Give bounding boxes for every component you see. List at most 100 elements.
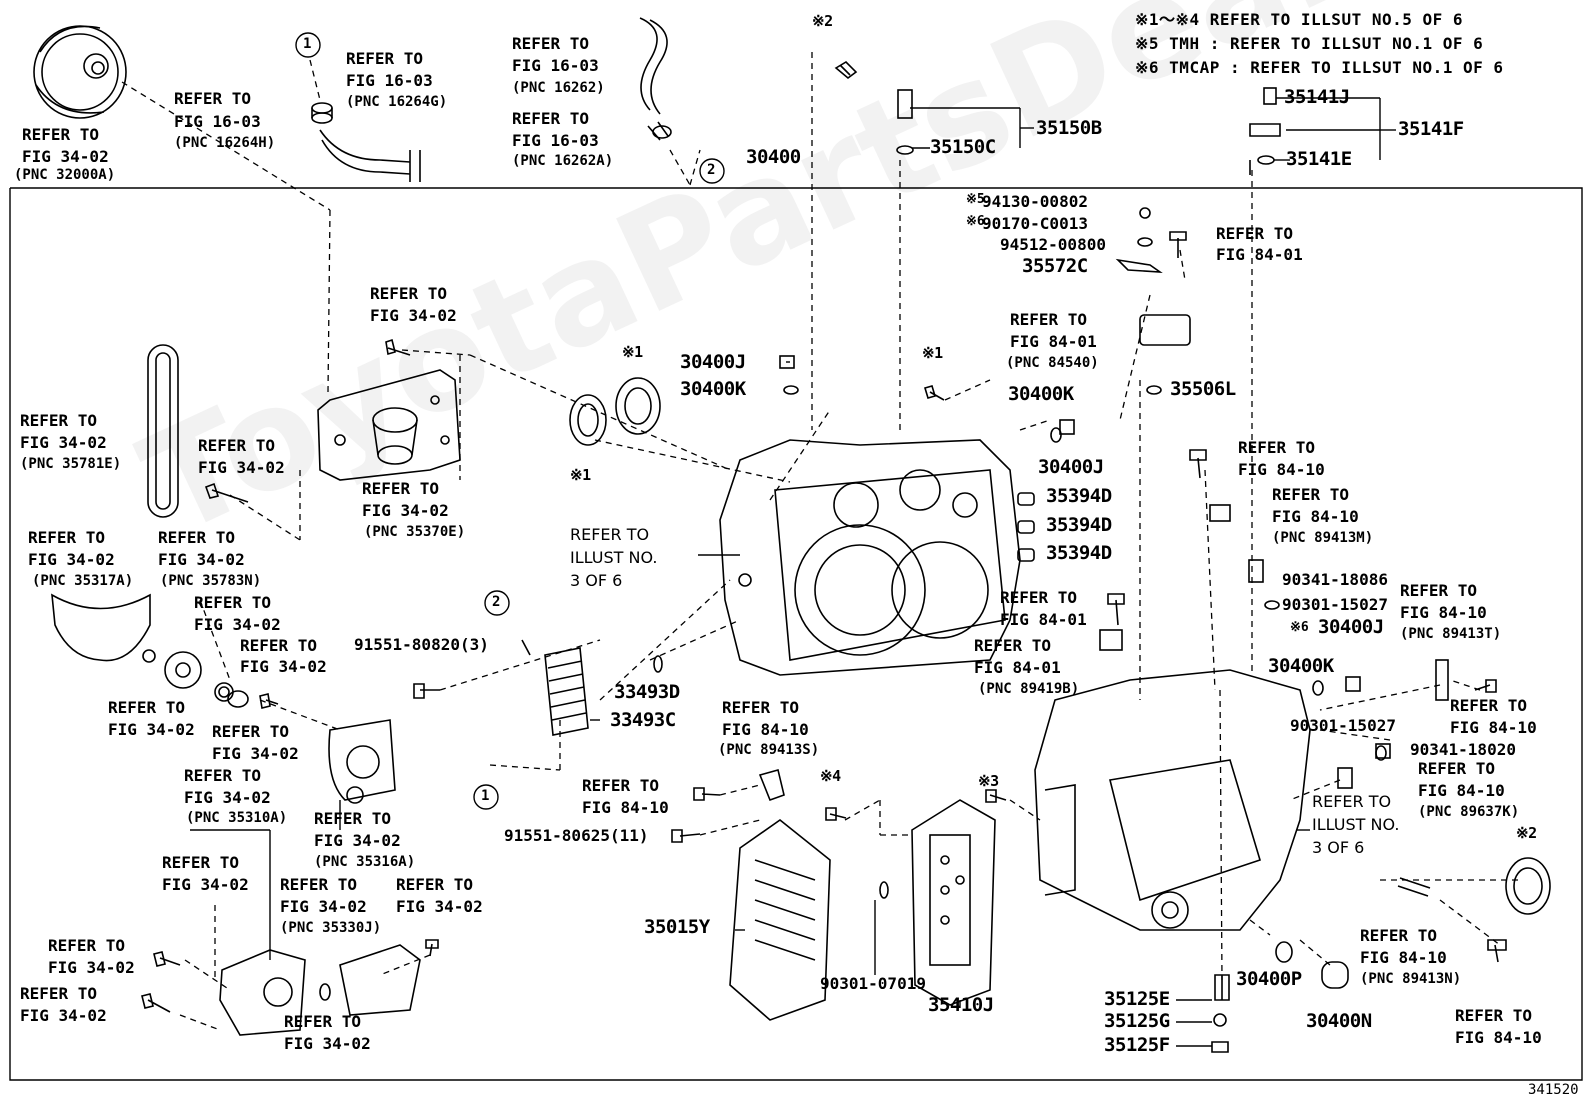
fig-ref-link[interactable]: FIG 84-10 <box>1360 948 1447 967</box>
part-number[interactable]: 35141F <box>1398 118 1464 140</box>
fig-ref-link[interactable]: FIG 16-03 <box>174 112 261 131</box>
fig-ref-link[interactable]: FIG 34-02 <box>48 958 135 977</box>
fig-ref-link[interactable]: FIG 84-10 <box>1450 718 1537 737</box>
part-number[interactable]: 35410J <box>928 994 994 1016</box>
part-number[interactable]: 90301-07019 <box>820 974 926 993</box>
part-number[interactable]: 30400J <box>1038 456 1104 478</box>
fig-ref-link[interactable]: FIG 34-02 <box>280 897 367 916</box>
fig-ref-link[interactable]: FIG 84-10 <box>722 720 809 739</box>
pump-plate-drawing <box>317 369 461 481</box>
pnc-label: (PNC 35310A) <box>186 810 288 826</box>
part-number[interactable]: 94512-00800 <box>1000 235 1106 254</box>
part-number[interactable]: 30400J <box>680 351 746 373</box>
part-number[interactable]: 33493D <box>614 681 680 703</box>
marker-note: ※1 <box>622 343 643 361</box>
part-number[interactable]: 35141E <box>1286 148 1352 170</box>
pnc-label: (PNC 32000A) <box>14 167 116 183</box>
fig-ref-link[interactable]: FIG 34-02 <box>158 550 245 569</box>
oil-pump-chain-drawing <box>147 344 179 518</box>
part-number[interactable]: 30400N <box>1306 1010 1372 1032</box>
fig-ref-link[interactable]: FIG 34-02 <box>362 501 449 520</box>
fig-ref-link[interactable]: FIG 34-02 <box>370 306 457 325</box>
fig-ref-link[interactable]: FIG 34-02 <box>22 147 109 166</box>
fig-ref-link[interactable]: FIG 84-10 <box>1418 781 1505 800</box>
part-number[interactable]: 35394D <box>1046 485 1112 507</box>
fig-ref-link[interactable]: FIG 84-10 <box>1238 460 1325 479</box>
fig-ref-link[interactable]: FIG 34-02 <box>108 720 195 739</box>
fig-ref-link[interactable]: FIG 34-02 <box>240 657 327 676</box>
marker-note: ※2 <box>1516 824 1537 842</box>
part-number[interactable]: 33493C <box>610 709 676 731</box>
fig-ref-link[interactable]: FIG 34-02 <box>198 458 285 477</box>
part-number[interactable]: 35125E <box>1104 988 1170 1010</box>
fig-ref-link[interactable]: FIG 34-02 <box>314 831 401 850</box>
part-number[interactable]: 35506L <box>1170 378 1236 400</box>
fig-ref-link[interactable]: FIG 34-02 <box>396 897 483 916</box>
part-number[interactable]: 91551-80820(3) <box>354 635 489 654</box>
part-number[interactable]: 30400P <box>1236 968 1302 990</box>
valve-body-drawing <box>911 799 996 1006</box>
fig-ref-link[interactable]: FIG 34-02 <box>20 1006 107 1025</box>
refer-to-label: REFER TO <box>1360 926 1438 945</box>
fig-ref-link[interactable]: FIG 84-10 <box>1400 603 1487 622</box>
part-number[interactable]: 35125G <box>1104 1010 1170 1032</box>
fig-ref-link[interactable]: FIG 16-03 <box>512 131 599 150</box>
refer-to-label: REFER TO <box>582 776 660 795</box>
fig-ref-link[interactable]: FIG 34-02 <box>194 615 281 634</box>
part-number[interactable]: 35150B <box>1036 117 1102 139</box>
part-number[interactable]: 91551-80625(11) <box>504 826 649 845</box>
part-number[interactable]: 90301-15027 <box>1282 595 1388 614</box>
marker-note: ※6 <box>966 214 985 229</box>
pnc-label: (PNC 89413S) <box>718 742 820 758</box>
fig-ref-link[interactable]: FIG 84-01 <box>1000 610 1087 629</box>
refer-to-label: REFER TO <box>108 698 186 717</box>
fig-ref-link[interactable]: FIG 84-01 <box>1216 245 1303 264</box>
fig-ref-link[interactable]: FIG 84-10 <box>1272 507 1359 526</box>
part-number[interactable]: 35015Y <box>644 916 710 938</box>
oil-hose-2-drawing <box>639 17 672 141</box>
pnc-label: (PNC 16264H) <box>174 135 276 151</box>
fig-ref-link[interactable]: FIG 84-01 <box>974 658 1061 677</box>
marker-note: ※6 <box>1290 620 1309 635</box>
fig-ref-link[interactable]: FIG 16-03 <box>346 71 433 90</box>
fig-ref-link[interactable]: FIG 84-01 <box>1010 332 1097 351</box>
part-number[interactable]: 90301-15027 <box>1290 716 1396 735</box>
refer-to-label: REFER TO <box>194 593 272 612</box>
assembly-frame <box>9 187 1583 1081</box>
illust-page-label: 3 OF 6 <box>1312 838 1365 857</box>
part-number[interactable]: 35572C <box>1022 255 1088 277</box>
part-number[interactable]: 35394D <box>1046 514 1112 536</box>
fig-ref-link[interactable]: FIG 34-02 <box>184 788 271 807</box>
part-number[interactable]: 90341-18086 <box>1282 570 1388 589</box>
part-number[interactable]: 94130-00802 <box>982 192 1088 211</box>
illust-ref-link[interactable]: ILLUST NO. <box>1312 815 1400 834</box>
fig-ref-link[interactable]: FIG 34-02 <box>162 875 249 894</box>
refer-to-label: REFER TO <box>396 875 474 894</box>
fig-ref-link[interactable]: FIG 16-03 <box>512 56 599 75</box>
fig-ref-link[interactable]: FIG 84-10 <box>582 798 669 817</box>
illust-ref-link[interactable]: ILLUST NO. <box>570 548 658 567</box>
fig-ref-link[interactable]: FIG 84-10 <box>1455 1028 1542 1047</box>
part-number[interactable]: 90170-C0013 <box>982 214 1088 233</box>
refer-to-label: REFER TO <box>1450 696 1528 715</box>
fig-ref-link[interactable]: FIG 34-02 <box>284 1034 371 1053</box>
refer-to-label: REFER TO <box>22 125 100 144</box>
pnc-label: (PNC 35781E) <box>20 456 122 472</box>
fig-ref-link[interactable]: FIG 34-02 <box>28 550 115 569</box>
fig-ref-link[interactable]: FIG 34-02 <box>212 744 299 763</box>
part-number[interactable]: 30400K <box>1008 383 1074 405</box>
part-number[interactable]: 30400 <box>746 146 801 168</box>
refer-to-label: REFER TO <box>280 875 358 894</box>
part-number[interactable]: 35394D <box>1046 542 1112 564</box>
part-number[interactable]: 90341-18020 <box>1410 740 1516 759</box>
part-number[interactable]: 35125F <box>1104 1034 1170 1056</box>
part-number[interactable]: 35150C <box>930 136 996 158</box>
refer-to-label: REFER TO <box>512 109 590 128</box>
fig-ref-link[interactable]: FIG 34-02 <box>20 433 107 452</box>
part-number[interactable]: 30400J <box>1318 616 1384 638</box>
part-number[interactable]: 35141J <box>1284 86 1350 108</box>
callout-lines <box>190 97 1396 1047</box>
part-number[interactable]: 30400K <box>680 378 746 400</box>
part-number[interactable]: 30400K <box>1268 655 1334 677</box>
